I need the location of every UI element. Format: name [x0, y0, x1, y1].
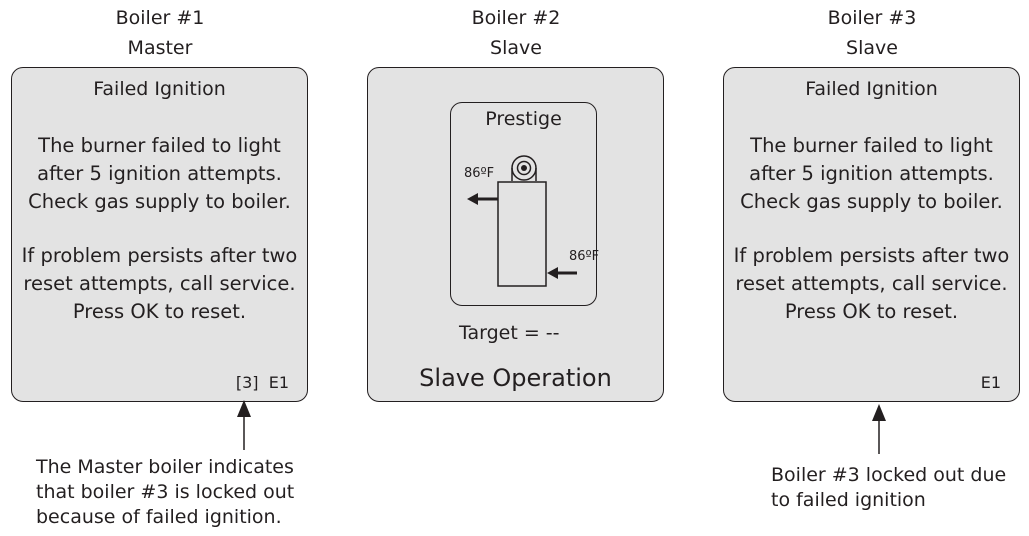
panel-3-message-line: after 5 ignition attempts. [749, 162, 994, 185]
boiler-status-frame: Prestige 86ºF 86ºF [450, 102, 600, 306]
boiler-3-note-line: Boiler #3 locked out due [771, 464, 1007, 486]
panel-3-reset-line: reset attempts, call service. [735, 272, 1008, 295]
master-note-line: that boiler #3 is locked out [36, 481, 295, 503]
boiler-2-header: Boiler #2 Slave [406, 3, 626, 63]
panel-1-reset-line: reset attempts, call service. [23, 272, 296, 295]
inlet-temperature: 86ºF [569, 249, 600, 264]
boiler-3-name: Boiler #3 [827, 7, 917, 29]
panel-1-reset-line: Press OK to reset. [72, 300, 247, 323]
boiler-3-display: Failed Ignition The burner failed to lig… [723, 67, 1020, 402]
panel-3-message-line: Check gas supply to boiler. [740, 190, 1003, 213]
panel-1-message-line: Check gas supply to boiler. [28, 190, 291, 213]
panel-1-error-code: [3] E1 [235, 373, 289, 392]
boiler-1-role: Master [127, 37, 193, 59]
target-value: -- [545, 322, 560, 344]
boiler-1-header: Boiler #1 Master [50, 3, 270, 63]
panel-3-error-code: E1 [980, 373, 1001, 392]
boiler-body [496, 180, 547, 287]
boiler-2-display: Prestige 86ºF 86ºF Target = -- Sl [367, 67, 664, 402]
boiler-3-header: Boiler #3 Slave [762, 3, 982, 63]
brand-label: Prestige [485, 108, 562, 130]
panel-3-reset-instructions: If problem persists after two reset atte… [724, 242, 1019, 326]
panel-1-reset-instructions: If problem persists after two reset atte… [12, 242, 307, 326]
panel-1-message-line: The burner failed to light [38, 134, 281, 157]
panel-1-message-line: after 5 ignition attempts. [37, 162, 282, 185]
panel-1-message: The burner failed to light after 5 ignit… [12, 132, 307, 216]
master-note-line: The Master boiler indicates [36, 456, 294, 478]
burner-icon [510, 154, 537, 181]
arrow-up-icon [872, 404, 886, 454]
boiler-1-display: Failed Ignition The burner failed to lig… [11, 67, 308, 402]
master-note: The Master boiler indicates that boiler … [36, 455, 294, 530]
boiler-2-name: Boiler #2 [471, 7, 561, 29]
target-label: Target = [459, 322, 540, 344]
boiler-1-name: Boiler #1 [115, 7, 205, 29]
panel-1-reset-line: If problem persists after two [21, 244, 298, 267]
outlet-arrow-icon [466, 192, 498, 205]
panel-3-title: Failed Ignition [805, 78, 938, 100]
panel-3-message: The burner failed to light after 5 ignit… [724, 132, 1019, 216]
master-note-line: because of failed ignition. [36, 506, 282, 528]
boiler-3-role: Slave [846, 37, 898, 59]
inlet-arrow-icon [546, 266, 577, 279]
operation-mode: Slave Operation [419, 364, 612, 392]
arrow-up-icon [237, 400, 251, 450]
boiler-diagram [466, 154, 577, 287]
panel-1-title: Failed Ignition [93, 78, 226, 100]
panel-3-reset-line: If problem persists after two [733, 244, 1010, 267]
boiler-2-role: Slave [490, 37, 542, 59]
boiler-3-note-line: to failed ignition [771, 489, 926, 511]
target-readout: Target = -- [459, 321, 560, 345]
boiler-3-note: Boiler #3 locked out due to failed ignit… [771, 463, 1006, 513]
outlet-temperature: 86ºF [464, 166, 495, 181]
panel-3-reset-line: Press OK to reset. [784, 300, 959, 323]
panel-3-message-line: The burner failed to light [750, 134, 993, 157]
